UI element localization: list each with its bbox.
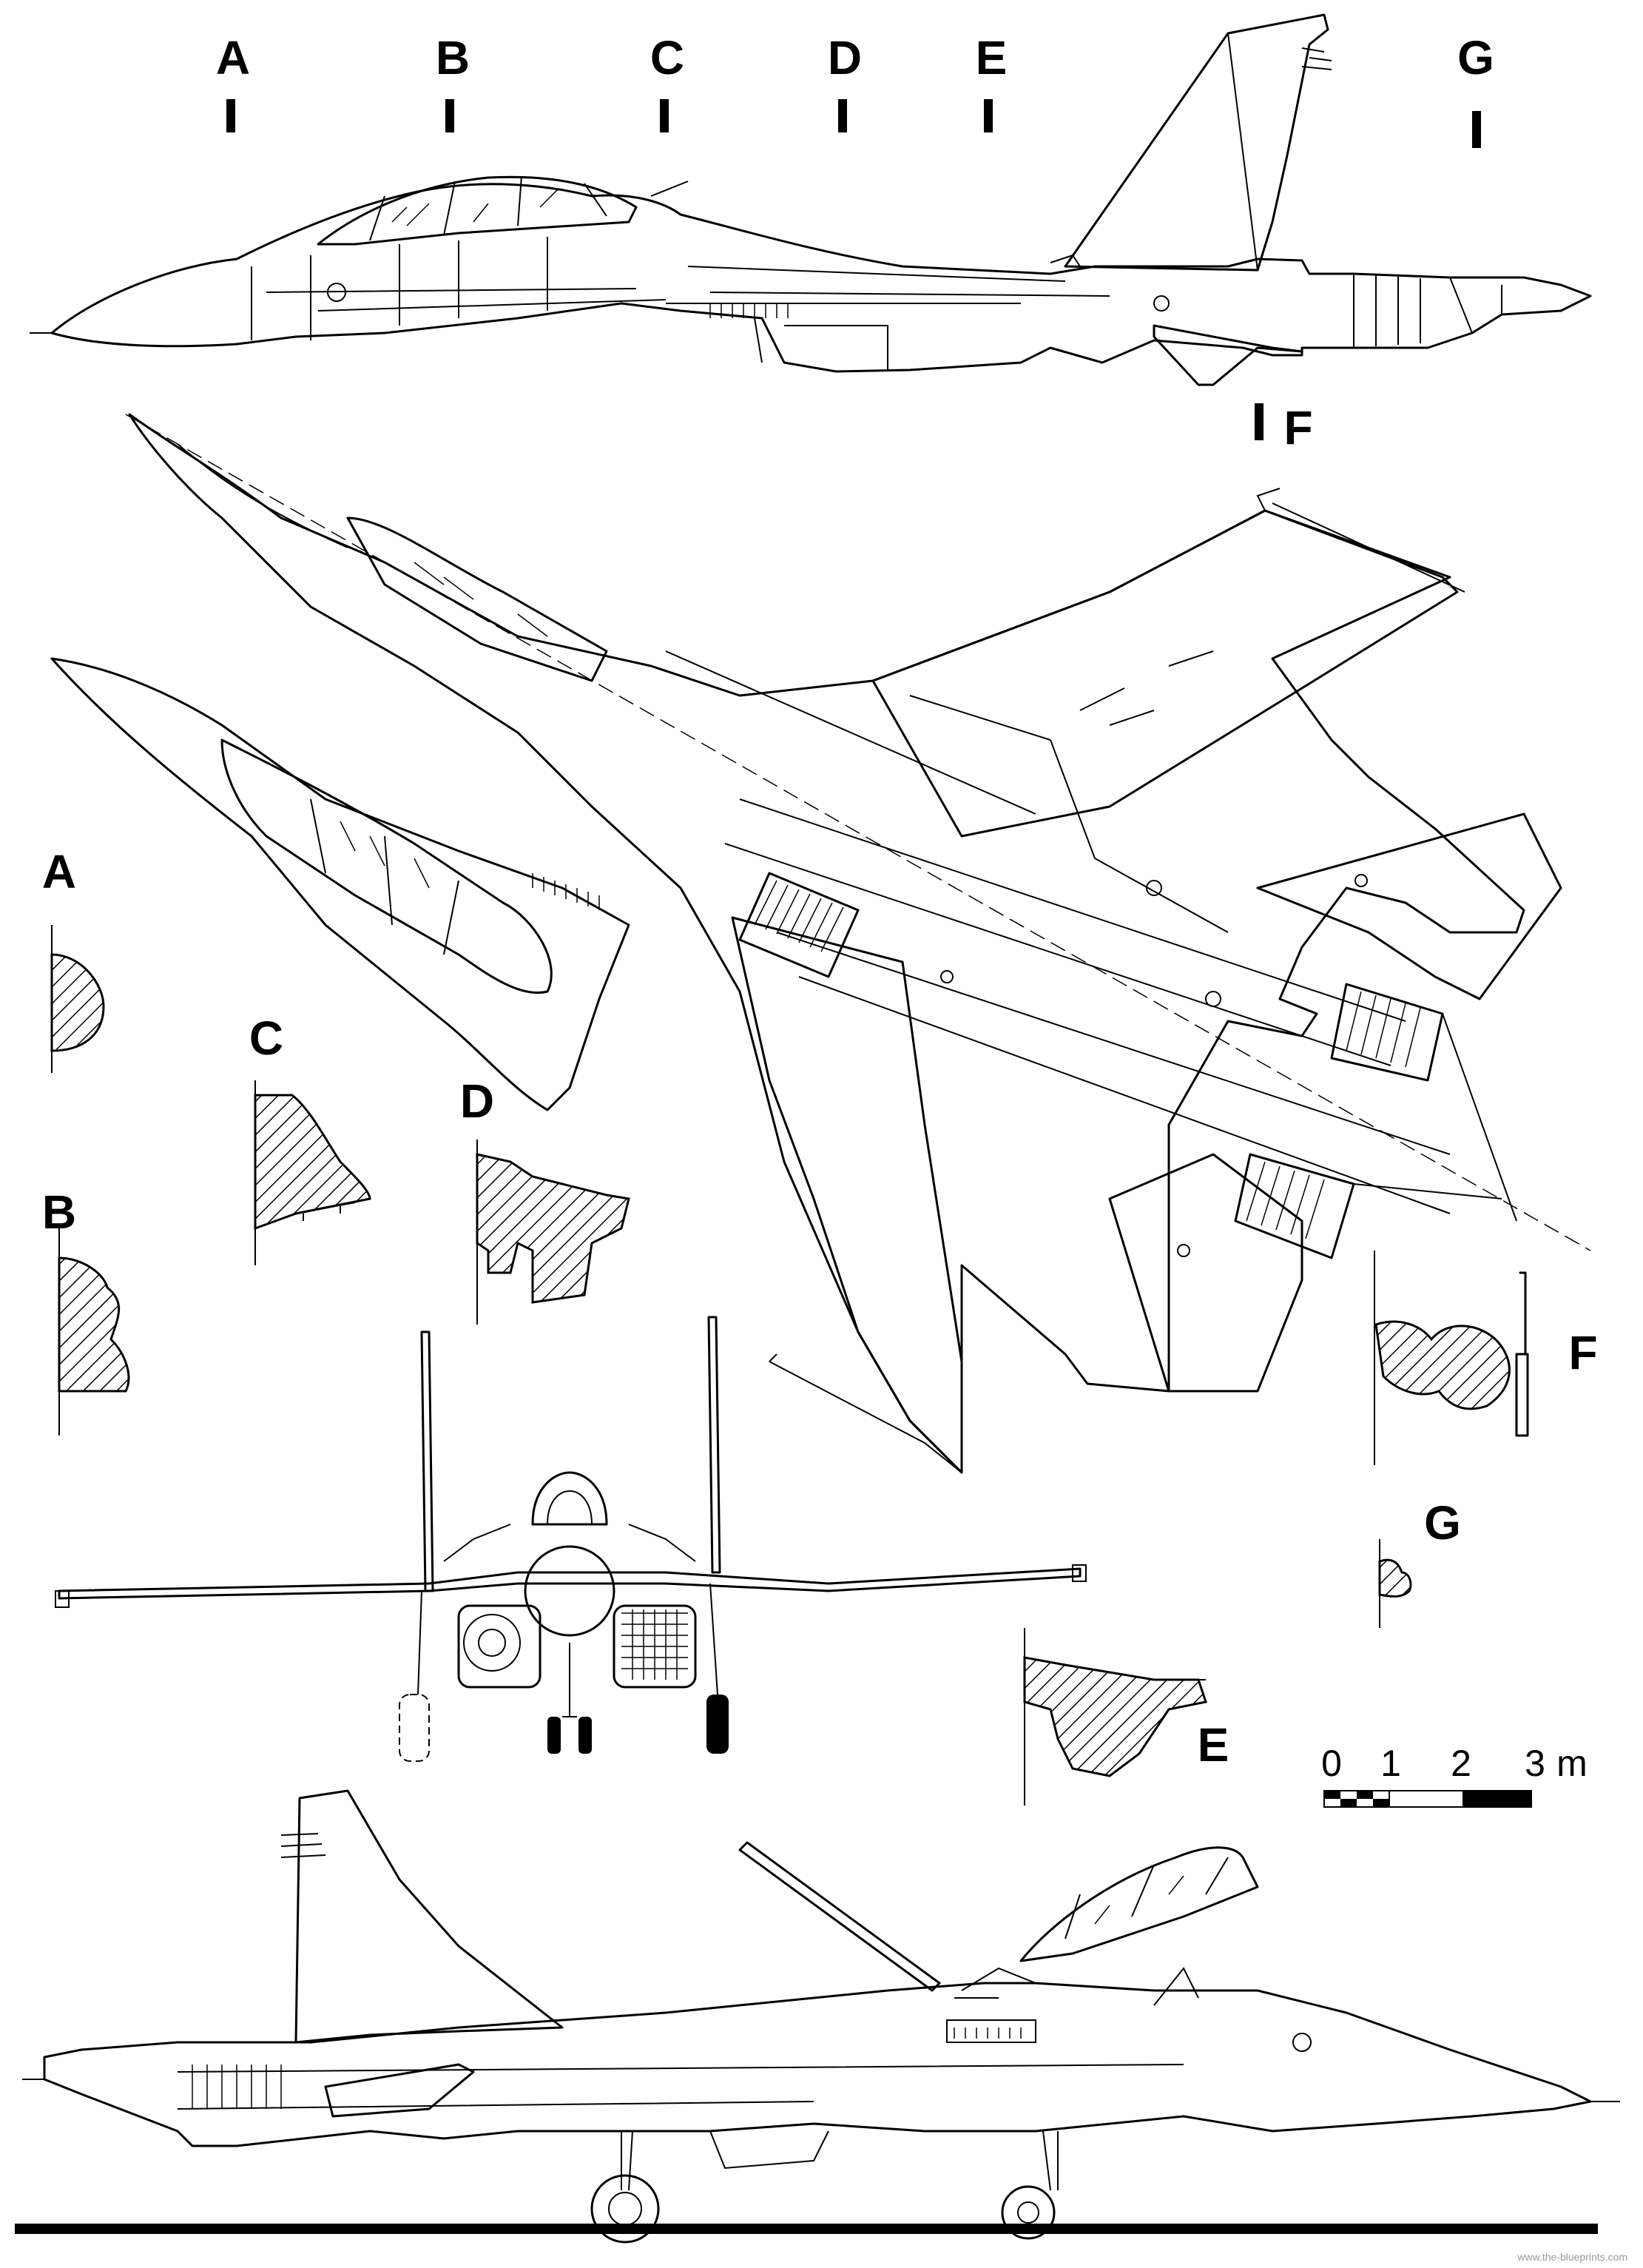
fuselage-outline — [50, 183, 1592, 373]
section-label-f: F — [1568, 1326, 1597, 1379]
side-view-bottom — [22, 1789, 1620, 2244]
side-view-top — [30, 13, 1592, 386]
scale-bar: 0 1 2 3 m — [1321, 1743, 1588, 1808]
front-fin-right — [707, 1316, 721, 1574]
station-label-a: A — [216, 31, 250, 84]
station-tick-b — [445, 99, 454, 132]
station-label-g: G — [1457, 31, 1494, 84]
plan-wing-lower — [731, 916, 963, 1474]
front-main-wheel-right — [706, 1695, 729, 1754]
cross-sections: A B C D E F G — [42, 845, 1598, 1806]
station-tick-d — [838, 99, 847, 132]
ground-line — [15, 2224, 1598, 2234]
front-fin-left — [420, 1330, 434, 1592]
station-tick-e — [984, 99, 993, 132]
bottom-stabilator — [324, 2063, 475, 2118]
vertical-fin — [1064, 13, 1329, 272]
section-label-e: E — [1198, 1718, 1229, 1771]
station-label-b: B — [436, 31, 470, 84]
nose-outline — [50, 657, 630, 1111]
bottom-canopy-open — [1019, 1846, 1259, 1962]
section-label-g: G — [1424, 1496, 1461, 1549]
intake-grille — [738, 872, 860, 978]
plan-nozzle-upper — [1330, 983, 1444, 1082]
station-tick-f — [1255, 403, 1264, 440]
scale-tick-2: 2 — [1451, 1743, 1471, 1784]
section-label-c: C — [249, 1012, 283, 1065]
section-a-shape — [50, 953, 105, 1052]
plan-stabilizer-lower — [1108, 1153, 1303, 1393]
scale-unit: m — [1556, 1743, 1588, 1784]
station-label-c: C — [650, 31, 684, 84]
section-c-shape — [254, 1094, 371, 1231]
section-f-shape — [1374, 1320, 1511, 1410]
section-label-d: D — [460, 1074, 494, 1128]
nose-detail-view — [50, 657, 630, 1111]
canopy — [317, 175, 638, 246]
front-radome — [524, 1545, 615, 1637]
front-nose-wheel-left — [547, 1717, 561, 1754]
front-intake-right — [613, 1604, 697, 1689]
plan-canopy — [346, 516, 608, 682]
scale-tick-1: 1 — [1380, 1743, 1401, 1784]
nose-canopy — [220, 738, 553, 994]
section-f-pylon — [1515, 1271, 1529, 1437]
watermark: www.the-blueprints.com — [1517, 2251, 1627, 2263]
stabilator — [1153, 324, 1303, 386]
front-nose-wheel-right — [578, 1717, 592, 1754]
station-tick-a — [226, 99, 235, 132]
bottom-vertical-fin — [294, 1789, 564, 2044]
station-label-d: D — [828, 31, 862, 84]
bottom-nose-wheel — [1001, 2185, 1056, 2240]
scale-tick-3: 3 — [1525, 1743, 1545, 1784]
station-label-f: F — [1283, 401, 1312, 454]
scale-tick-0: 0 — [1321, 1743, 1342, 1784]
bottom-main-wheel — [590, 2174, 660, 2244]
bottom-air-brake — [738, 1841, 941, 1992]
section-b-shape — [58, 1256, 130, 1393]
plan-fuselage — [128, 413, 1525, 1474]
front-main-wheel-left — [399, 1694, 430, 1762]
station-tick-g — [1472, 111, 1481, 148]
plan-nozzle-lower — [1234, 1153, 1355, 1259]
section-d-shape — [476, 1153, 630, 1304]
front-wing-span — [58, 1567, 1082, 1600]
front-view — [55, 1316, 1087, 1762]
section-label-a: A — [42, 845, 76, 898]
front-intake-left — [457, 1604, 542, 1689]
plan-view — [125, 413, 1591, 1474]
plan-stabilizer-upper — [1256, 812, 1562, 1000]
section-e-shape — [1023, 1656, 1207, 1777]
section-g-shape — [1378, 1558, 1412, 1598]
front-canopy — [531, 1471, 608, 1526]
station-label-e: E — [976, 31, 1008, 84]
bottom-fuselage-outline — [43, 1982, 1592, 2147]
station-markers: A B C D E G F — [216, 31, 1494, 454]
station-tick-c — [660, 99, 669, 132]
plan-wing-upper — [871, 509, 1459, 838]
